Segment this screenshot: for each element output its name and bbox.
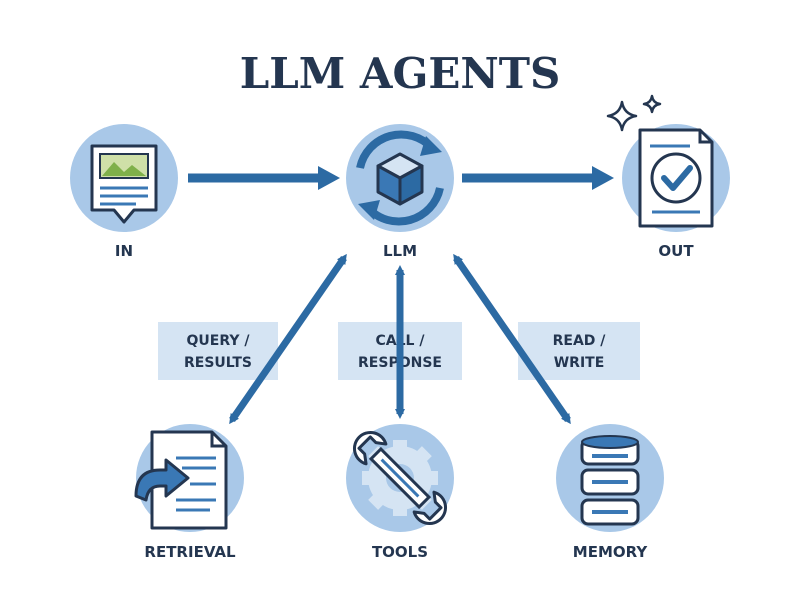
document-retrieval-icon — [134, 430, 228, 530]
arrow-llm-memory — [453, 253, 571, 425]
node-label-retrieval: RETRIEVAL — [144, 543, 236, 561]
node-out: OUT — [606, 94, 730, 260]
edge-label-read: READ / — [553, 333, 607, 349]
node-label-out: OUT — [658, 242, 694, 260]
arrow-llm-retrieval — [229, 253, 347, 425]
approved-document-icon — [638, 128, 714, 228]
node-label-tools: TOOLS — [372, 543, 428, 561]
edge-label-query: QUERY / — [187, 333, 251, 349]
database-icon — [580, 435, 640, 526]
node-label-in: IN — [115, 242, 133, 260]
node-llm: LLM — [346, 124, 454, 260]
node-retrieval: RETRIEVAL — [134, 424, 244, 561]
cube-cycle-icon — [356, 130, 444, 226]
node-memory: MEMORY — [556, 424, 664, 561]
arrow-in-to-llm — [188, 166, 340, 190]
image-document-icon — [90, 144, 158, 224]
node-label-llm: LLM — [383, 242, 417, 260]
wrench-gear-icon — [352, 430, 448, 526]
edge-label-write: WRITE — [554, 355, 605, 371]
node-tools: TOOLS — [346, 424, 454, 561]
diagram-title: LLM AGENTS — [240, 49, 561, 98]
edge-label-query-results: QUERY / RESULTS — [158, 322, 278, 380]
arrow-llm-to-out — [462, 166, 614, 190]
sparkle-icon — [606, 94, 662, 132]
node-in: IN — [70, 124, 178, 260]
node-label-memory: MEMORY — [573, 543, 649, 561]
edge-label-results: RESULTS — [184, 355, 252, 371]
